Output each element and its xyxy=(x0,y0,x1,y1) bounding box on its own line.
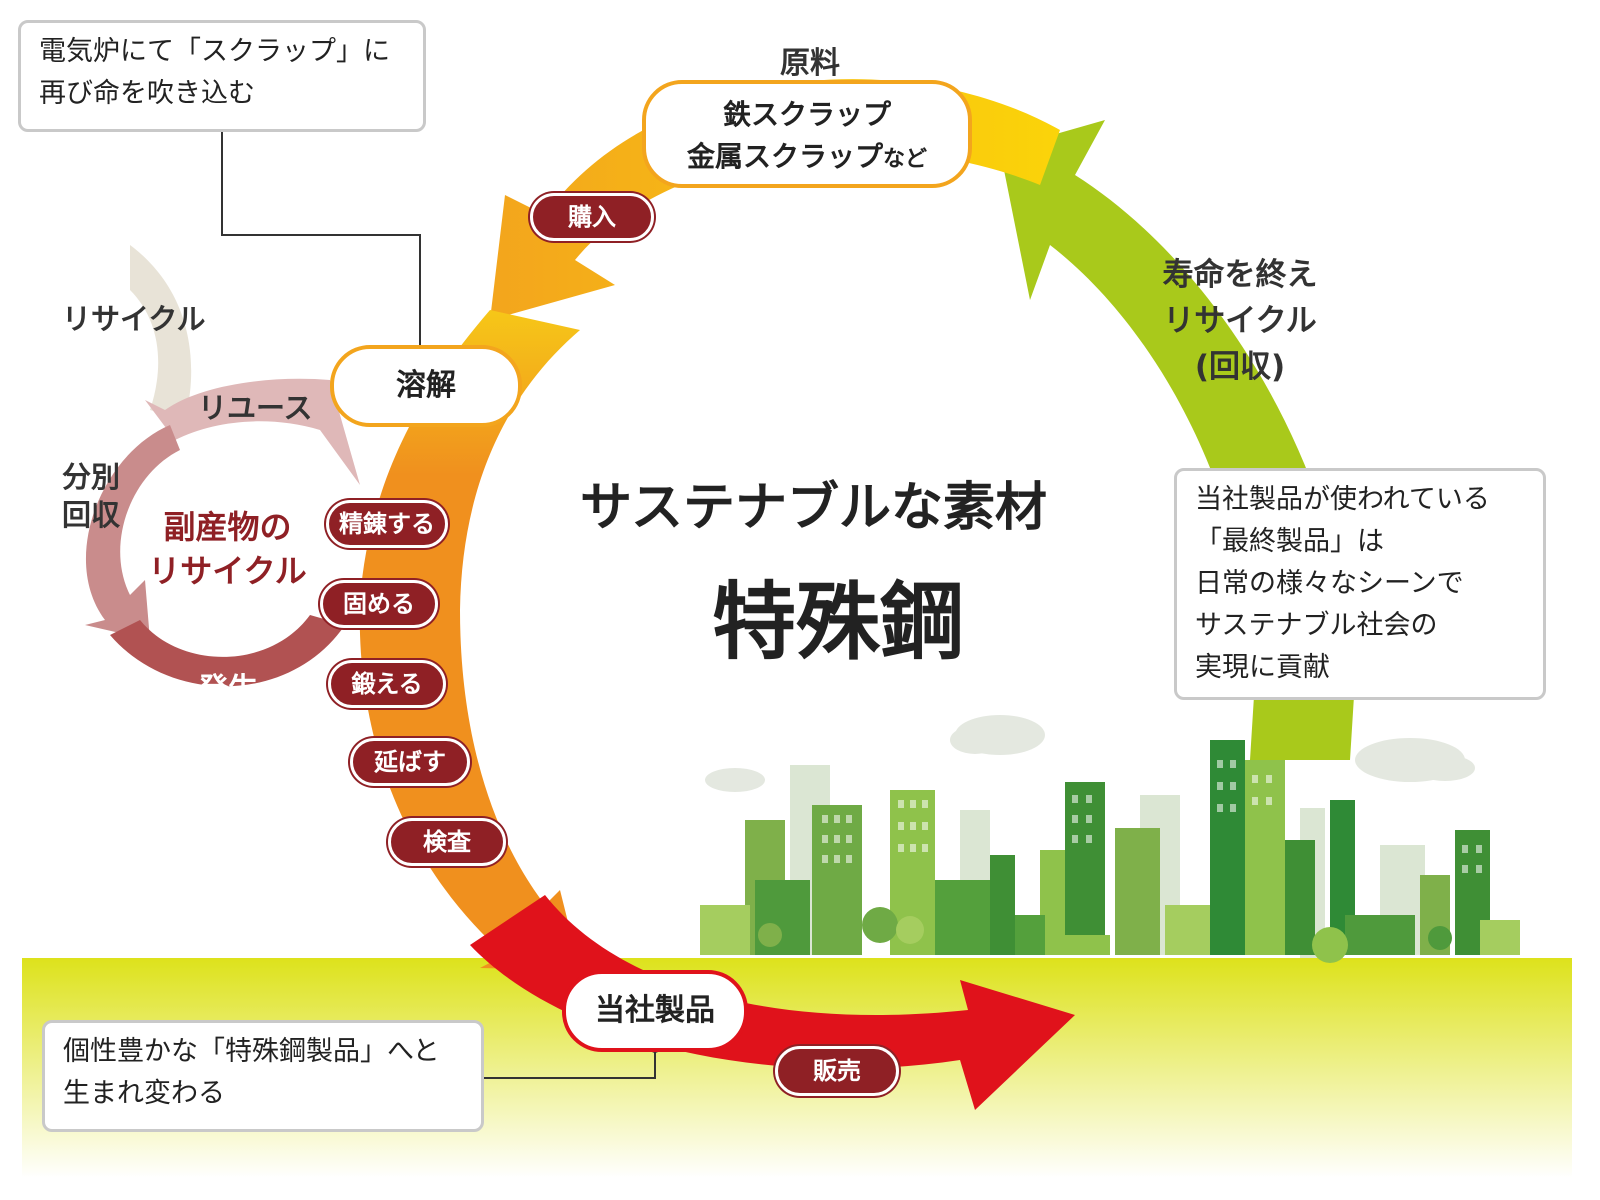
step-refine: 精錬する xyxy=(326,500,448,548)
product-box: 当社製品 xyxy=(562,970,748,1052)
leader-line-top xyxy=(221,132,421,350)
right-note-line4: サステナブル社会の xyxy=(1195,610,1438,641)
sales-arrow xyxy=(470,895,1075,1110)
recycle-return-line3: (回収) xyxy=(1194,349,1286,385)
raw-material-line2: 金属スクラップなど xyxy=(686,140,928,173)
leader-line-bottom xyxy=(484,1048,656,1079)
recycle-return-label: 寿命を終え リサイクル (回収) xyxy=(1150,252,1330,390)
sales-pill: 販売 xyxy=(775,1046,899,1096)
byproduct-recycle-label: リサイクル xyxy=(62,302,206,336)
raw-material-heading: 原料 xyxy=(780,46,840,81)
city-skyline xyxy=(700,740,1520,963)
byproduct-reuse-label: リユース xyxy=(198,391,313,425)
byproduct-generate-label: 発生 xyxy=(198,672,258,707)
byproduct-center-label: 副産物の リサイクル xyxy=(145,505,310,593)
right-note-line5: 実現に貢献 xyxy=(1195,652,1330,683)
top-left-note-line2: 再び命を吹き込む xyxy=(39,78,255,109)
purchase-pill: 購入 xyxy=(530,193,654,241)
recycle-return-line1: 寿命を終え xyxy=(1162,257,1318,293)
center-title: 特殊鋼 xyxy=(712,573,965,671)
step-roll: 延ばす xyxy=(350,738,470,786)
right-note: 当社製品が使われている 「最終製品」は 日常の様々なシーンで サステナブル社会の… xyxy=(1174,468,1546,700)
raw-material-suffix: など xyxy=(883,147,928,172)
byproduct-loop xyxy=(85,245,360,687)
center-subtitle: サステナブルな素材 xyxy=(580,478,1047,538)
recycle-return-line2: リサイクル xyxy=(1163,303,1317,339)
byproduct-center-line2: リサイクル xyxy=(148,552,307,590)
raw-material-line1: 鉄スクラップ xyxy=(722,98,891,131)
step-forge: 鍛える xyxy=(328,660,446,708)
top-left-note: 電気炉にて「スクラップ」に 再び命を吹き込む xyxy=(18,20,426,132)
step-solidify: 固める xyxy=(320,580,438,628)
process-arc xyxy=(359,310,580,970)
right-note-line3: 日常の様々なシーンで xyxy=(1195,568,1464,599)
raw-material-box: 鉄スクラップ 金属スクラップなど xyxy=(642,80,972,188)
clouds xyxy=(705,715,1475,792)
byproduct-sort-line2: 回収 xyxy=(62,498,121,532)
right-note-line1: 当社製品が使われている xyxy=(1195,484,1490,515)
byproduct-center-line1: 副産物の xyxy=(163,508,292,546)
top-left-note-line1: 電気炉にて「スクラップ」に xyxy=(39,36,390,67)
bottom-note-line1: 個性豊かな「特殊鋼製品」へと xyxy=(63,1036,440,1067)
melting-box: 溶解 xyxy=(330,345,522,427)
byproduct-sort-line1: 分別 xyxy=(62,460,121,494)
byproduct-sort-label: 分別 回収 xyxy=(62,458,120,534)
bottom-note-line2: 生まれ変わる xyxy=(63,1078,225,1109)
step-inspect: 検査 xyxy=(388,818,506,866)
right-note-line2: 「最終製品」は xyxy=(1195,526,1384,557)
bottom-note: 個性豊かな「特殊鋼製品」へと 生まれ変わる xyxy=(42,1020,484,1132)
